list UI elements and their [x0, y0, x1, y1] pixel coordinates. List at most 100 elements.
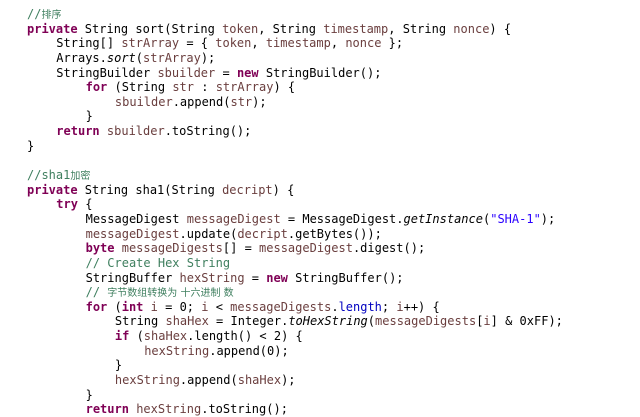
code-line: } [0, 388, 640, 403]
code-token: private [27, 21, 78, 36]
code-token: // Create Hex String [85, 255, 231, 270]
code-token: return [56, 124, 100, 139]
code-token: // [85, 285, 108, 300]
code-line: hexString.append(0); [0, 344, 640, 359]
code-token: timestamp [323, 21, 389, 36]
code-line: Arrays.sort(strArray); [0, 51, 640, 66]
code-token: byte [85, 241, 115, 256]
code-line [0, 153, 640, 168]
code-token: messageDigests [375, 314, 477, 329]
code-token: sbuilder [106, 124, 165, 139]
code-token: strArray [143, 50, 201, 65]
code-token: token [222, 21, 259, 36]
code-token: (String [107, 80, 173, 95]
code-token: str [230, 94, 253, 109]
code-token: String sha1(String [77, 182, 223, 197]
code-token: i [483, 314, 491, 329]
code-token: ) { [489, 21, 512, 36]
code-token: messageDigest [186, 211, 281, 226]
code-token: return [85, 402, 129, 417]
code-token: timestamp [265, 36, 331, 51]
code-token: .digest(); [352, 241, 426, 256]
code-token: messageDigest [259, 241, 353, 256]
code-token: Arrays. [56, 50, 107, 65]
code-token: shaHex [165, 314, 209, 329]
code-token: sbuilder [114, 94, 173, 109]
code-token: StringBuilder [56, 65, 158, 80]
code-token: int [121, 299, 144, 314]
code-token: ] & 0xFF); [490, 314, 563, 329]
code-line: sbuilder.append(str); [0, 95, 640, 110]
code-token: hexString [144, 343, 210, 358]
code-line: String[] strArray = { token, timestamp, … [0, 36, 640, 51]
code-token: ); [540, 211, 556, 226]
code-token: shaHex [237, 373, 282, 388]
code-token: 字节数组转换为 十六进制 数 [107, 288, 234, 300]
code-token: .append( [179, 373, 238, 388]
code-token: toHexString [288, 314, 368, 329]
code-token: < [208, 299, 231, 314]
code-token: String[] [56, 36, 122, 51]
code-token: length [338, 299, 382, 314]
code-token: for [85, 299, 108, 314]
code-token: hexString [179, 270, 245, 285]
code-token: 加密 [70, 171, 91, 183]
code-token: // [27, 7, 42, 21]
code-token: = MessageDigest. [280, 211, 404, 226]
code-token [143, 300, 150, 314]
code-token: = 0; [157, 299, 202, 314]
code-token: i [150, 299, 158, 314]
code-token: StringBuffer [85, 270, 180, 285]
code-token: messageDigest [85, 226, 180, 241]
code-token: ); [200, 50, 216, 65]
code-token: decript [237, 226, 288, 241]
code-token: ); [252, 94, 267, 109]
code-token: token [215, 36, 252, 51]
code-token: [ [476, 314, 484, 329]
code-token: getInstance [403, 211, 483, 226]
code-token: [] = [222, 241, 260, 256]
code-token: nonce [345, 36, 382, 51]
code-token: try [56, 197, 78, 212]
code-line: if (shaHex.length() < 2) { [0, 329, 640, 344]
code-token: for [85, 80, 108, 95]
code-line: hexString.append(shaHex); [0, 373, 640, 388]
code-token: = [215, 65, 237, 80]
code-token: "SHA-1" [490, 211, 541, 226]
code-line: String shaHex = Integer.toHexString(mess… [0, 314, 640, 329]
code-token: shaHex [143, 329, 188, 344]
code-line: } [0, 109, 640, 124]
code-token [115, 241, 122, 255]
code-line: StringBuilder sbuilder = new StringBuild… [0, 66, 640, 81]
code-line: //排序 [0, 7, 640, 22]
code-token: = [244, 270, 267, 285]
code-token: private [27, 182, 78, 197]
code-token: sbuilder [157, 65, 216, 80]
code-token: , String [258, 21, 324, 36]
code-token: sort [106, 50, 136, 65]
code-token: nonce [453, 21, 490, 36]
code-token: .toString(); [201, 402, 288, 417]
code-line: return hexString.toString(); [0, 402, 640, 417]
code-token: messageDigests [121, 241, 223, 256]
code-token: String [114, 314, 166, 329]
code-line: MessageDigest messageDigest = MessageDig… [0, 212, 640, 227]
code-token: .update( [179, 226, 238, 241]
code-token: , [251, 36, 266, 51]
code-line: // 字节数组转换为 十六进制 数 [0, 285, 640, 300]
code-token: StringBuffer(); [287, 270, 404, 285]
code-line: try { [0, 197, 640, 212]
code-token: strArray [215, 80, 274, 95]
code-line: private String sha1(String decript) { [0, 183, 640, 198]
code-token: , [330, 36, 346, 51]
code-token: decript [222, 182, 273, 197]
code-line: } [0, 139, 640, 154]
code-line: // Create Hex String [0, 256, 640, 271]
code-token: } [85, 387, 93, 402]
code-token: = { [179, 36, 216, 51]
code-token: ) { [273, 80, 296, 95]
code-token: }; [381, 36, 404, 51]
code-token: ( [367, 314, 376, 329]
code-token: String sort(String [77, 21, 223, 36]
